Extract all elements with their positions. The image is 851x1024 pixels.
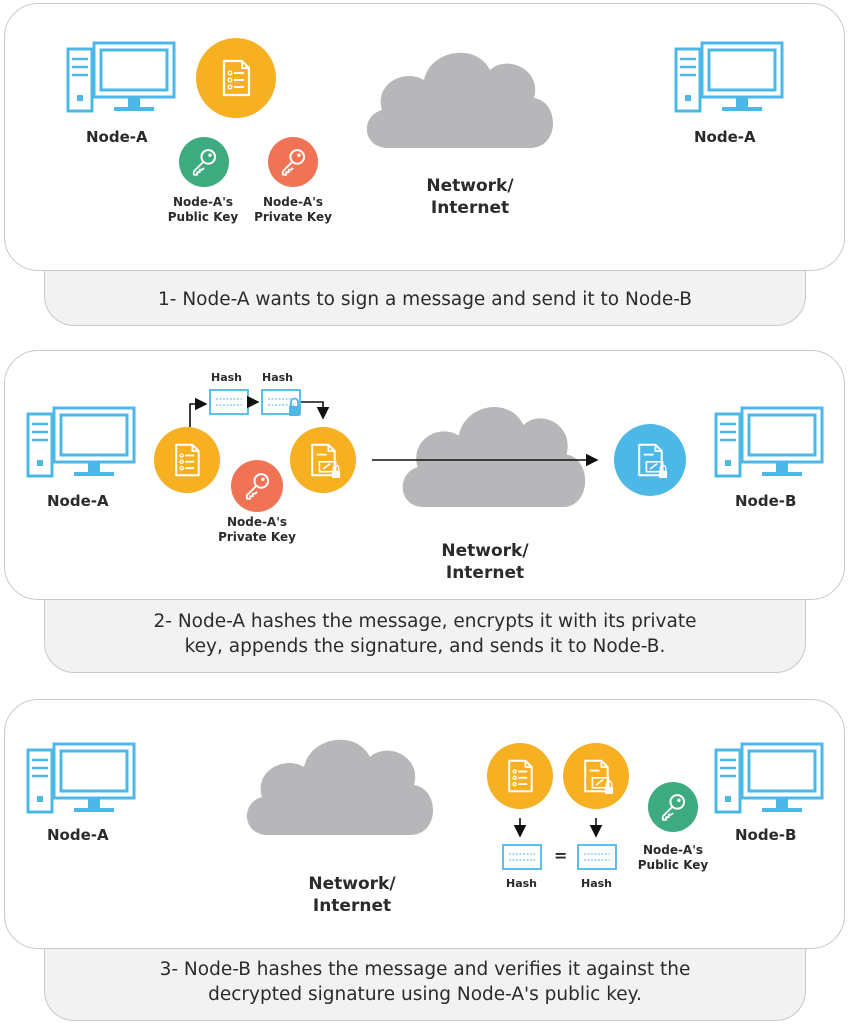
step-3-text: 3- Node-B hashes the message and verifie… — [160, 957, 691, 1020]
private-key-label: Node-A's Private Key — [214, 515, 300, 545]
network-label-line-2: Internet — [312, 896, 392, 916]
signed-document-icon — [563, 743, 629, 809]
public-key-icon — [179, 137, 229, 187]
hash-label: Hash — [211, 371, 243, 384]
public-key-icon — [648, 782, 698, 832]
equals-sign: = — [554, 846, 568, 865]
public-key-label-line-1: Node-A's — [172, 195, 234, 209]
network-cloud-icon — [402, 406, 586, 508]
public-key-label: Node-A's Public Key — [632, 843, 714, 873]
network-cloud-icon — [246, 739, 434, 835]
node-a-computer-icon — [26, 742, 136, 814]
network-label-line-1: Network/ — [308, 874, 396, 894]
private-key-label: Node-A's Private Key — [251, 195, 335, 225]
private-key-label-line-2: Private Key — [218, 530, 296, 544]
private-key-label-line-1: Node-A's — [226, 515, 288, 529]
public-key-label-line-2: Public Key — [167, 210, 239, 224]
step-2-text-line-1: 2- Node-A hashes the message, encrypts i… — [153, 611, 697, 632]
network-label-line-2: Internet — [445, 563, 525, 583]
public-key-label: Node-A's Public Key — [163, 195, 243, 225]
node-b-label: Node-B — [735, 826, 797, 844]
right-node-label: Node-A — [694, 128, 756, 146]
to-signature-arrow-icon — [301, 401, 330, 420]
network-label: Network/ Internet — [425, 540, 545, 584]
network-label-line-2: Internet — [430, 198, 510, 218]
public-key-label-line-1: Node-A's — [642, 843, 704, 857]
hash-label: Hash — [506, 877, 538, 890]
encrypted-hash-icon — [261, 389, 301, 416]
to-hash-arrow-icon — [189, 397, 208, 427]
hash-icon — [209, 389, 249, 415]
private-key-icon — [268, 137, 318, 187]
hash-icon — [577, 844, 617, 870]
network-label: Network/ Internet — [292, 873, 412, 917]
private-key-label-line-1: Node-A's — [262, 195, 324, 209]
private-key-icon — [231, 460, 283, 512]
received-document-icon — [614, 424, 686, 496]
step-3-text-line-2: decrypted signature using Node-A's publi… — [208, 984, 642, 1005]
node-b-computer-icon — [714, 406, 824, 478]
network-label: Network/ Internet — [410, 175, 530, 219]
node-a-computer-icon — [66, 41, 176, 113]
hash-icon — [502, 844, 542, 870]
node-a-computer-icon — [26, 406, 136, 478]
private-key-label-line-2: Private Key — [254, 210, 332, 224]
message-document-icon — [154, 427, 220, 493]
signed-document-icon — [290, 427, 356, 493]
network-label-line-1: Network/ — [441, 541, 529, 561]
message-document-icon — [487, 743, 553, 809]
network-label-line-1: Network/ — [426, 176, 514, 196]
node-a-label: Node-A — [47, 826, 109, 844]
node-a-right-computer-icon — [674, 41, 784, 113]
network-cloud-icon — [366, 52, 554, 149]
hash-label: Hash — [581, 877, 613, 890]
step-3-text-line-1: 3- Node-B hashes the message and verifie… — [159, 959, 691, 980]
step-1-text: 1- Node-A wants to sign a message and se… — [158, 289, 692, 310]
step-2-text: 2- Node-A hashes the message, encrypts i… — [154, 609, 697, 672]
node-b-computer-icon — [714, 742, 824, 814]
node-b-label: Node-B — [735, 492, 797, 510]
message-document-icon — [196, 38, 276, 118]
node-a-label: Node-A — [86, 128, 148, 146]
node-a-label: Node-A — [47, 492, 109, 510]
step-2-text-line-2: key, appends the signature, and sends it… — [184, 636, 666, 657]
public-key-label-line-2: Public Key — [637, 858, 709, 872]
encrypted-hash-label: Hash — [262, 371, 294, 384]
